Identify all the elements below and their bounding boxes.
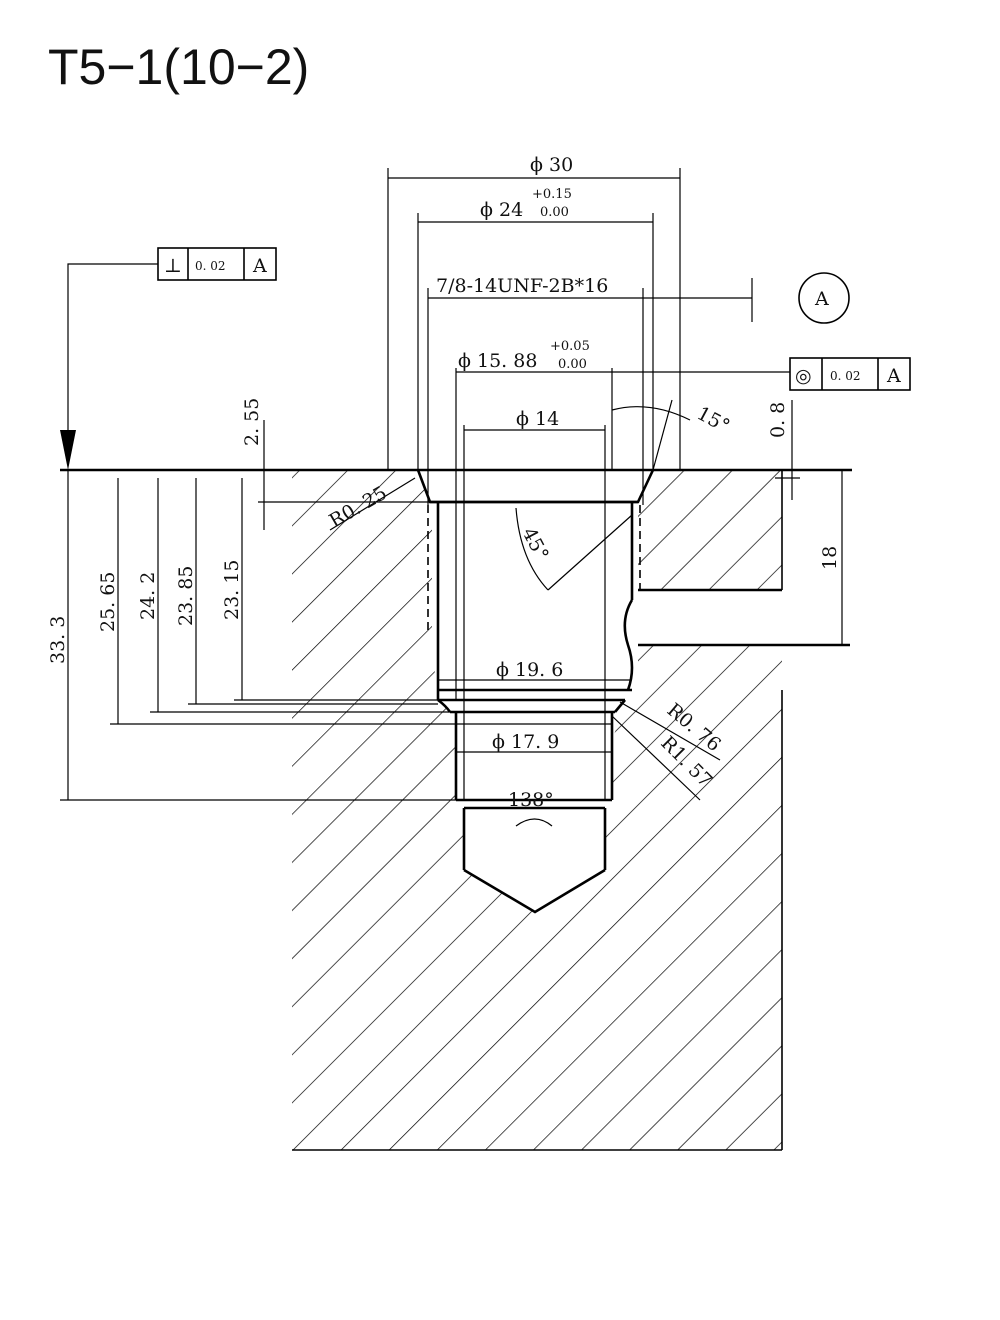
dim-angle45: 45° [518, 524, 553, 564]
perpendicularity-symbol: ⊥ [164, 255, 182, 277]
concentricity-datum: A [886, 365, 901, 387]
dim-23-85: 23. 85 [175, 566, 197, 626]
dim-thread: 7/8-14UNF-2B*16 [436, 275, 608, 297]
perpendicularity-datum: A [252, 255, 267, 277]
datum-a-bubble [798, 272, 850, 324]
concentricity-symbol: ◎ [795, 365, 812, 387]
dim-18: 18 [819, 546, 841, 570]
dim-phi17-9: ϕ 17. 9 [492, 731, 559, 753]
dim-2-55: 2. 55 [241, 398, 263, 446]
dim-0-8: 0. 8 [767, 402, 789, 438]
concentricity-value: 0. 02 [830, 369, 861, 383]
dim-phi30: ϕ 30 [530, 154, 573, 176]
dim-angle138: 138° [508, 789, 554, 811]
spotface-profile [416, 469, 655, 504]
dim-25-65: 25. 65 [97, 572, 119, 632]
dim-phi19-6: ϕ 19. 6 [496, 659, 563, 681]
dim-24-2: 24. 2 [137, 572, 159, 620]
dim-23-15: 23. 15 [221, 560, 243, 620]
dim-phi14: ϕ 14 [516, 408, 559, 430]
dim-phi24-tol-upper: +0.15 [532, 187, 572, 202]
hatched-body [292, 470, 782, 1150]
datum-a-label: A [814, 288, 829, 310]
dim-phi24: ϕ 24 [480, 199, 523, 221]
drawing-title: T5−1(10−2) [48, 39, 310, 95]
dim-angle15: 15° [693, 402, 733, 437]
dim-phi15-88-tol-lower: 0.00 [558, 357, 587, 372]
dim-phi15-88: ϕ 15. 88 [458, 350, 537, 372]
dim-33-3: 33. 3 [47, 616, 69, 664]
dim-phi15-88-tol-upper: +0.05 [550, 339, 590, 354]
dim-phi24-tol-lower: 0.00 [540, 205, 569, 220]
perpendicularity-value: 0. 02 [195, 259, 226, 273]
